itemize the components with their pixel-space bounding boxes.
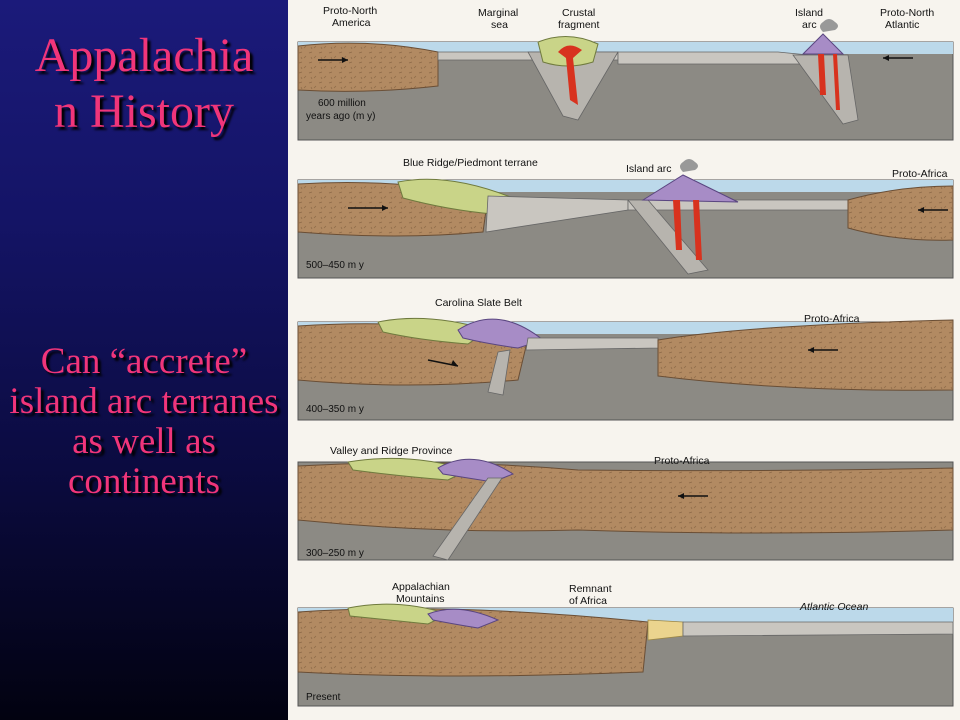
arrowhead <box>451 360 458 366</box>
proto-north-america-crust <box>297 42 439 92</box>
label-island-arc: Island arc <box>626 163 672 175</box>
ocean-layer <box>298 42 953 54</box>
proto-africa-crust <box>657 319 954 391</box>
arrowhead <box>808 347 814 353</box>
volcano-smoke <box>820 19 838 32</box>
geology-figure: Proto-North America Marginal sea Crustal… <box>288 0 960 720</box>
label-proto-africa: Proto-Africa <box>654 455 710 467</box>
age-label: 600 million <box>318 98 366 109</box>
suture-zone <box>432 477 503 561</box>
label-proto-north-america: Proto-North <box>323 5 377 17</box>
arrowhead <box>342 57 348 63</box>
age-label-2: years ago (m y) <box>306 111 375 122</box>
left-panel: Appalachia n History Can “accrete” islan… <box>0 0 288 720</box>
panel-600-my: Proto-North America Marginal sea Crustal… <box>297 5 954 141</box>
panel-300-250-my: Valley and Ridge Province Proto-Africa 3… <box>297 445 954 561</box>
magma-plumes <box>673 200 702 260</box>
oceanic-plate-2 <box>617 51 809 65</box>
coastal-sediment <box>647 619 684 641</box>
panel-present: Appalachian Mountains Remnant of Africa … <box>297 581 954 707</box>
label-crustal-fragment-2: fragment <box>558 19 600 31</box>
age-label: Present <box>306 692 341 703</box>
geology-diagram: Proto-North America Marginal sea Crustal… <box>297 5 954 707</box>
arrowhead <box>678 493 684 499</box>
volcano-smoke <box>680 159 698 172</box>
label-of-africa: of Africa <box>569 595 607 607</box>
carolina-slate-belt <box>437 458 515 483</box>
label-carolina-slate-belt: Carolina Slate Belt <box>435 297 522 309</box>
slide-title-line-2: n History <box>54 85 234 138</box>
label-appalachian: Appalachian <box>392 581 450 593</box>
slide-title-line-1: Appalachia <box>34 29 254 82</box>
label-marginal-sea-2: sea <box>491 19 508 31</box>
label-valley-and-ridge-province: Valley and Ridge Province <box>330 445 453 457</box>
label-proto-africa: Proto-Africa <box>892 168 948 180</box>
age-label: 400–350 m y <box>306 404 364 415</box>
label-island-arc: Island <box>795 7 823 19</box>
arrowhead <box>918 207 924 213</box>
oceanic-plate <box>525 337 659 351</box>
slide-body-text: Can “accrete” island arc terranes as wel… <box>9 341 279 502</box>
atlantic-oceanic-crust <box>682 621 954 637</box>
label-crustal-fragment: Crustal <box>562 7 595 19</box>
magma-plume-1 <box>558 45 582 105</box>
slide-title: Appalachia n History <box>6 28 282 140</box>
age-label: 500–450 m y <box>306 260 364 271</box>
label-proto-north-atlantic-2: Atlantic <box>885 19 919 31</box>
label-remnant: Remnant <box>569 583 612 595</box>
label-proto-north-atlantic: Proto-North <box>880 7 934 19</box>
panel-500-450-my: Blue Ridge/Piedmont terrane Island arc P… <box>297 157 954 279</box>
age-label: 300–250 m y <box>306 548 364 559</box>
label-atlantic-ocean: Atlantic Ocean <box>799 601 868 613</box>
proto-africa-crust <box>847 185 954 241</box>
label-proto-africa: Proto-Africa <box>804 313 860 325</box>
label-marginal-sea: Marginal <box>478 7 518 19</box>
subducting-slab <box>627 199 709 275</box>
arrowhead <box>883 55 889 61</box>
label-island-arc-2: arc <box>802 19 817 31</box>
label-blue-ridge-piedmont-terrane: Blue Ridge/Piedmont terrane <box>403 157 538 169</box>
panel-400-350-my: Carolina Slate Belt Proto-Africa 400–350… <box>297 297 954 421</box>
island-arc <box>641 174 739 203</box>
label-mountains: Mountains <box>396 593 444 605</box>
label-proto-north-america-2: America <box>332 17 371 29</box>
magma-plume-2 <box>818 54 840 110</box>
subducting-slab <box>487 349 511 396</box>
appalachian-purple-terrane <box>427 608 500 629</box>
arrowhead <box>382 205 388 211</box>
